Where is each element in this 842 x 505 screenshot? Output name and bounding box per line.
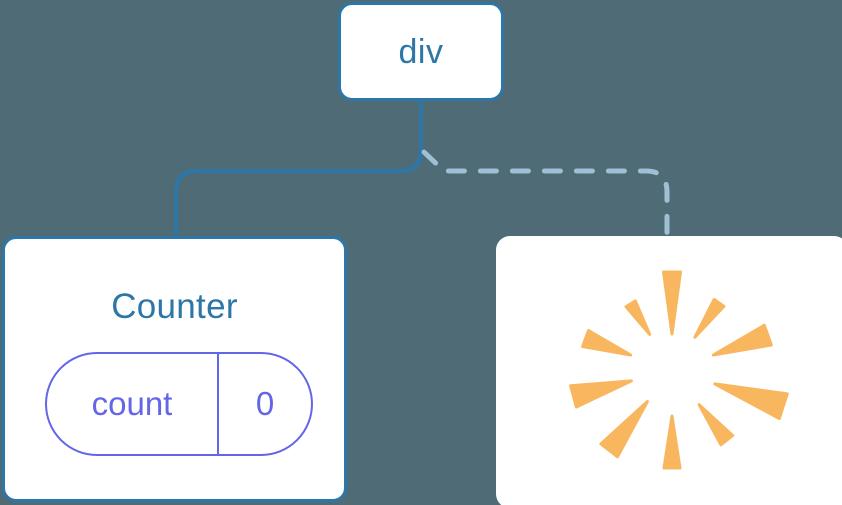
- node-render-burst[interactable]: [496, 236, 842, 505]
- burst-ray-0: [662, 270, 682, 336]
- burst-ray-3: [713, 382, 789, 420]
- burst-ray-2: [711, 323, 773, 357]
- burst-ray-7: [569, 379, 633, 409]
- burst-ray-9: [624, 299, 652, 336]
- state-pill[interactable]: count 0: [45, 352, 313, 456]
- burst-rays-icon: [569, 270, 789, 470]
- edge-root-to-counter: [174, 99, 423, 239]
- burst-ray-6: [599, 400, 649, 459]
- edge-root-to-burst: [421, 149, 670, 240]
- node-counter[interactable]: Counter count 0: [2, 236, 347, 502]
- burst-ray-5: [662, 414, 682, 470]
- burst-ray-8: [581, 329, 633, 357]
- state-key: count: [47, 354, 219, 454]
- burst-ray-4: [697, 403, 735, 447]
- node-counter-title: Counter: [111, 287, 238, 326]
- burst-ray-1: [693, 297, 726, 339]
- node-div[interactable]: div: [338, 2, 504, 101]
- state-value: 0: [255, 385, 275, 422]
- node-div-label: div: [398, 32, 444, 71]
